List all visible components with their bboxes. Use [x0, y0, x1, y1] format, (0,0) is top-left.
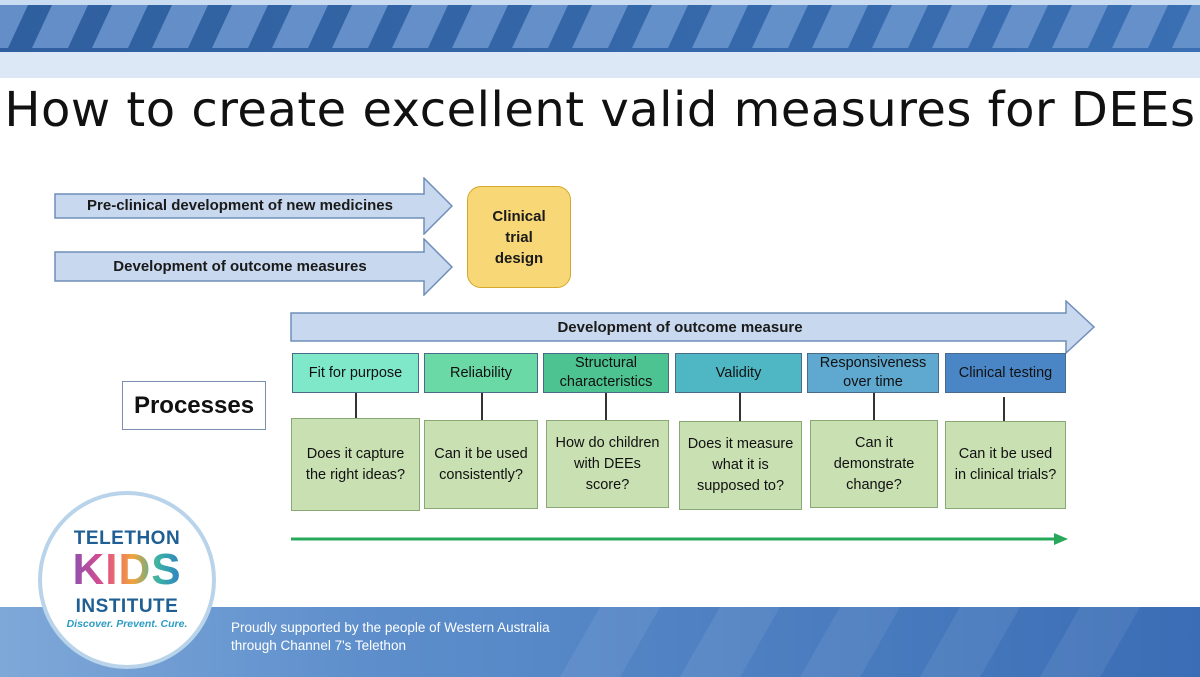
question-text: How do children with DEEs score? [555, 434, 660, 493]
question-text: Does it capture the right ideas? [305, 445, 406, 483]
process-label: Reliability [449, 364, 513, 381]
process-label: Fit for purpose [308, 364, 403, 381]
question-text: Can it be used consistently? [434, 445, 528, 483]
top-decorative-band [0, 0, 1200, 78]
process-responsiveness: Responsiveness over time [807, 353, 939, 393]
process-label: Responsiveness over time [819, 355, 927, 390]
process-structural-characteristics: Structural characteristics [543, 353, 669, 393]
question-box: Does it capture the right ideas? [291, 418, 420, 511]
arrow-outcome-measures-label: Development of outcome measures [113, 258, 367, 275]
question-box: Can it be used consistently? [424, 420, 538, 509]
question-box: How do children with DEEs score? [546, 420, 669, 508]
green-progress-arrow [291, 533, 1068, 545]
process-reliability: Reliability [424, 353, 538, 393]
arrow-outcome-measure-label: Development of outcome measure [557, 319, 803, 336]
process-validity: Validity [675, 353, 802, 393]
processes-label-box: Processes [122, 381, 266, 430]
question-box: Can it demonstrate change? [810, 420, 938, 508]
connector-line [481, 393, 483, 420]
clinical-trial-design-label: Clinical trial design [492, 207, 546, 267]
process-label: Clinical testing [958, 364, 1053, 381]
arrow-preclinical-label: Pre-clinical development of new medicine… [87, 197, 393, 214]
connector-line [1003, 397, 1005, 421]
arrow-outcome-measures [54, 238, 454, 296]
question-box: Can it be used in clinical trials? [945, 421, 1066, 509]
connector-line [739, 393, 741, 421]
question-text: Does it measure what it is supposed to? [687, 436, 794, 494]
process-label: Validity [715, 364, 762, 381]
process-fit-for-purpose: Fit for purpose [292, 353, 419, 393]
question-box: Does it measure what it is supposed to? [679, 421, 802, 510]
clinical-trial-design-box: Clinical trial design [467, 186, 571, 288]
slide-title: How to create excellent valid measures f… [4, 82, 1196, 138]
arrow-outcome-measure [290, 300, 1096, 354]
logo-kids-wordmark: KIDS [72, 545, 182, 594]
question-text: Can it demonstrate change? [833, 434, 915, 493]
support-text: Proudly supported by the people of Weste… [231, 620, 550, 653]
question-text: Can it be used in clinical trials? [954, 446, 1057, 483]
connector-line [355, 393, 357, 418]
processes-label: Processes [133, 391, 255, 419]
connector-line [873, 393, 875, 420]
process-label: Structural characteristics [559, 355, 653, 390]
process-clinical-testing: Clinical testing [945, 353, 1066, 393]
arrow-preclinical [54, 177, 454, 235]
logo-institute-text: INSTITUTE [75, 596, 179, 617]
logo-kids-text: KIDS [38, 547, 216, 593]
telethon-kids-logo [38, 491, 216, 669]
logo-telethon-text: TELETHON [73, 528, 181, 549]
connector-line [605, 393, 607, 420]
logo-tagline: Discover. Prevent. Cure. [66, 618, 188, 630]
